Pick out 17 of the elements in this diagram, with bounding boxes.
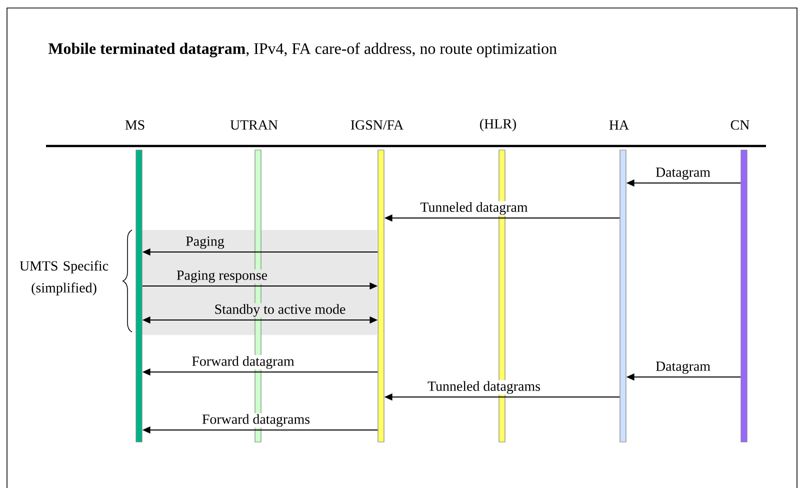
participant-label: UTRAN: [230, 120, 278, 130]
participant-label: CN: [730, 120, 750, 130]
participant-label: HA: [609, 120, 629, 130]
edge-label: Datagram: [654, 360, 712, 375]
title: Mobile terminated datagram, IPv4, FA care-of address, no route optimization: [48, 42, 557, 58]
edge-label: Datagram: [654, 166, 712, 181]
participant-label: IGSN/FA: [350, 120, 404, 130]
participant-label: (HLR): [480, 118, 516, 132]
participant-label: MS: [125, 120, 144, 130]
edge-label: Paging response: [176, 270, 269, 284]
edge-label: Tunneled datagram: [419, 201, 529, 216]
edge-label: Forward datagram: [190, 355, 296, 370]
bracket-label: UMTS Specific (simplified): [20, 260, 108, 296]
edge-label: Tunneled datagrams: [426, 380, 542, 395]
edge-label: Forward datagrams: [200, 413, 312, 428]
edge-label: Standby to active mode: [213, 303, 347, 318]
edge-label: Paging: [184, 236, 226, 250]
